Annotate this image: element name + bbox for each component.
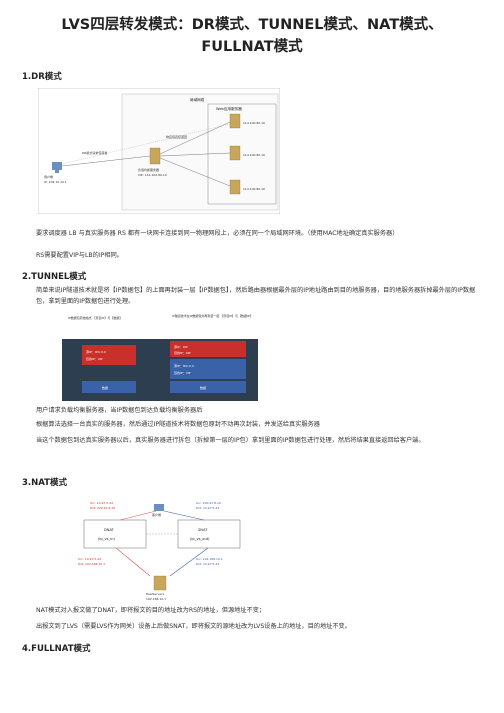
svg-text:Src: 10.97.5.44: Src: 10.97.5.44 bbox=[90, 501, 113, 505]
nat-real-server: RealServer1 192.168.10.1 bbox=[146, 575, 167, 601]
nat-paragraph-2: 出报文到了LVS（需要LVS作为网关）设备上后做SNAT，即将报文的源地址改为L… bbox=[36, 623, 351, 630]
tunnel-left-dst: 目的IP：VIP bbox=[86, 356, 103, 361]
dr-client-label: 用户端 bbox=[44, 174, 53, 179]
nat-snat-sub: (ip_vs_out) bbox=[190, 537, 210, 541]
dr-lb-ip: VIP: 114.100.80.10 bbox=[138, 173, 167, 177]
svg-text:114.100.80.10: 114.100.80.10 bbox=[243, 121, 265, 125]
nat-dnat-label: DNAT bbox=[104, 528, 115, 532]
svg-text:Src: 192.168.10.1: Src: 192.168.10.1 bbox=[196, 557, 223, 561]
dr-note-request: DR模式请求包转发 bbox=[82, 150, 107, 155]
svg-text:Src: 10.97.5.44: Src: 10.97.5.44 bbox=[78, 557, 101, 561]
nat-client: 客户端 bbox=[152, 504, 164, 517]
dr-lan-label: 局域网络 bbox=[190, 97, 205, 102]
tunnel-paragraph-3: 根据算法选择一台真实的服务器，然后通过IP隧道技术将数据包原封不动再次封装，并发… bbox=[36, 421, 320, 428]
title-line-1: LVS四层转发模式：DR模式、TUNNEL模式、NAT模式、 bbox=[61, 17, 443, 33]
svg-text:Src: 220.97.8.10: Src: 220.97.8.10 bbox=[196, 501, 221, 505]
svg-text:114.100.80.10: 114.100.80.10 bbox=[243, 187, 265, 191]
dr-web-cluster-label: Web应用服务器 bbox=[216, 106, 242, 111]
dr-note-response: 响应包直接返回 bbox=[166, 134, 187, 139]
tunnel-paragraph-4: 当这个数据包到达真实服务器以后，真实服务器进行拆包（拆掉第一层的IP包）拿到里面… bbox=[36, 437, 425, 444]
tunnel-left-src: 源IP：IP.X.X.X bbox=[86, 349, 106, 354]
tunnel-inner-dst: 目的IP：VIP bbox=[174, 370, 191, 375]
tunnel-right-src: 源IP：DIP bbox=[174, 344, 188, 349]
heading-dr: 1.DR模式 bbox=[22, 72, 62, 82]
tunnel-left-note: IP数据包原始格式 【原目IP】与【数据】 bbox=[68, 315, 122, 320]
tunnel-diagram: IP数据包原始格式 【原目IP】与【数据】 IP隧道技术在IP数据包外再封装一层… bbox=[62, 311, 258, 403]
svg-text:客户端: 客户端 bbox=[152, 512, 161, 517]
tunnel-paragraph-1: 简单来说IP隧道技术就是将【IP数据包】的上面再封装一层【IP数据包】，然后路由… bbox=[36, 287, 476, 305]
svg-text:Dst: 10.97.5.44: Dst: 10.97.5.44 bbox=[196, 506, 219, 510]
dr-paragraph-2: RS需要配置VIP与LB的IP相同。 bbox=[36, 252, 123, 259]
heading-tunnel: 2.TUNNEL模式 bbox=[22, 272, 87, 282]
nat-paragraph-1: NAT模式对入报文做了DNAT，即将报文的目的地址改为RS的地址，但源地址不变； bbox=[36, 607, 266, 614]
page-title: LVS四层转发模式：DR模式、TUNNEL模式、NAT模式、 FULLNAT模式 bbox=[0, 14, 504, 58]
dr-client-ip: IP: 202.10.10.1 bbox=[44, 180, 67, 184]
dr-server-1: 114.100.80.10 bbox=[229, 113, 265, 129]
nat-snat-label: SNAT bbox=[198, 528, 208, 532]
svg-text:Dst: 220.97.8.10: Dst: 220.97.8.10 bbox=[90, 506, 115, 510]
tunnel-right-data: 数据 bbox=[200, 385, 206, 390]
svg-text:Dst: 192.168.10.1: Dst: 192.168.10.1 bbox=[78, 562, 105, 566]
heading-fullnat: 4.FULLNAT模式 bbox=[22, 644, 91, 654]
tunnel-right-note: IP隧道技术在IP数据包外再封装一层 【原目IP】与【数据IP】 bbox=[172, 313, 253, 318]
svg-text:114.100.80.10: 114.100.80.10 bbox=[243, 153, 265, 157]
svg-text:192.168.10.1: 192.168.10.1 bbox=[146, 597, 166, 601]
dr-server-3: 114.100.80.10 bbox=[229, 179, 265, 195]
tunnel-left-data: 数据 bbox=[102, 385, 108, 390]
nat-dnat-sub: (ip_vs_in) bbox=[98, 537, 116, 541]
svg-text:RealServer1: RealServer1 bbox=[146, 592, 164, 596]
dr-diagram: 局域网络 Web应用服务器 用户端 IP: 202.10.10.1 负载均衡服务… bbox=[38, 88, 280, 214]
tunnel-right-dst: 目的IP：RIP bbox=[174, 350, 191, 355]
tunnel-paragraph-2: 用户请求负载均衡服务器，当IP数据包到达负载均衡服务器后 bbox=[36, 407, 203, 414]
dr-paragraph-1: 要求调度器 LB 与真实服务器 RS 都有一块网卡连接到同一物理网段上，必须在同… bbox=[36, 230, 399, 237]
svg-text:Dst: 10.97.5.44: Dst: 10.97.5.44 bbox=[196, 562, 219, 566]
heading-nat: 3.NAT模式 bbox=[22, 478, 67, 488]
tunnel-inner-src: 源IP：IP.X.X.X bbox=[174, 363, 194, 368]
dr-client: 用户端 IP: 202.10.10.1 bbox=[44, 162, 67, 184]
title-line-2: FULLNAT模式 bbox=[201, 39, 303, 55]
nat-diagram: 客户端 Src: 10.97.5.44 Dst: 220.97.8.10 Src… bbox=[60, 496, 264, 602]
dr-lb-label: 负载均衡服务器 bbox=[138, 167, 159, 172]
